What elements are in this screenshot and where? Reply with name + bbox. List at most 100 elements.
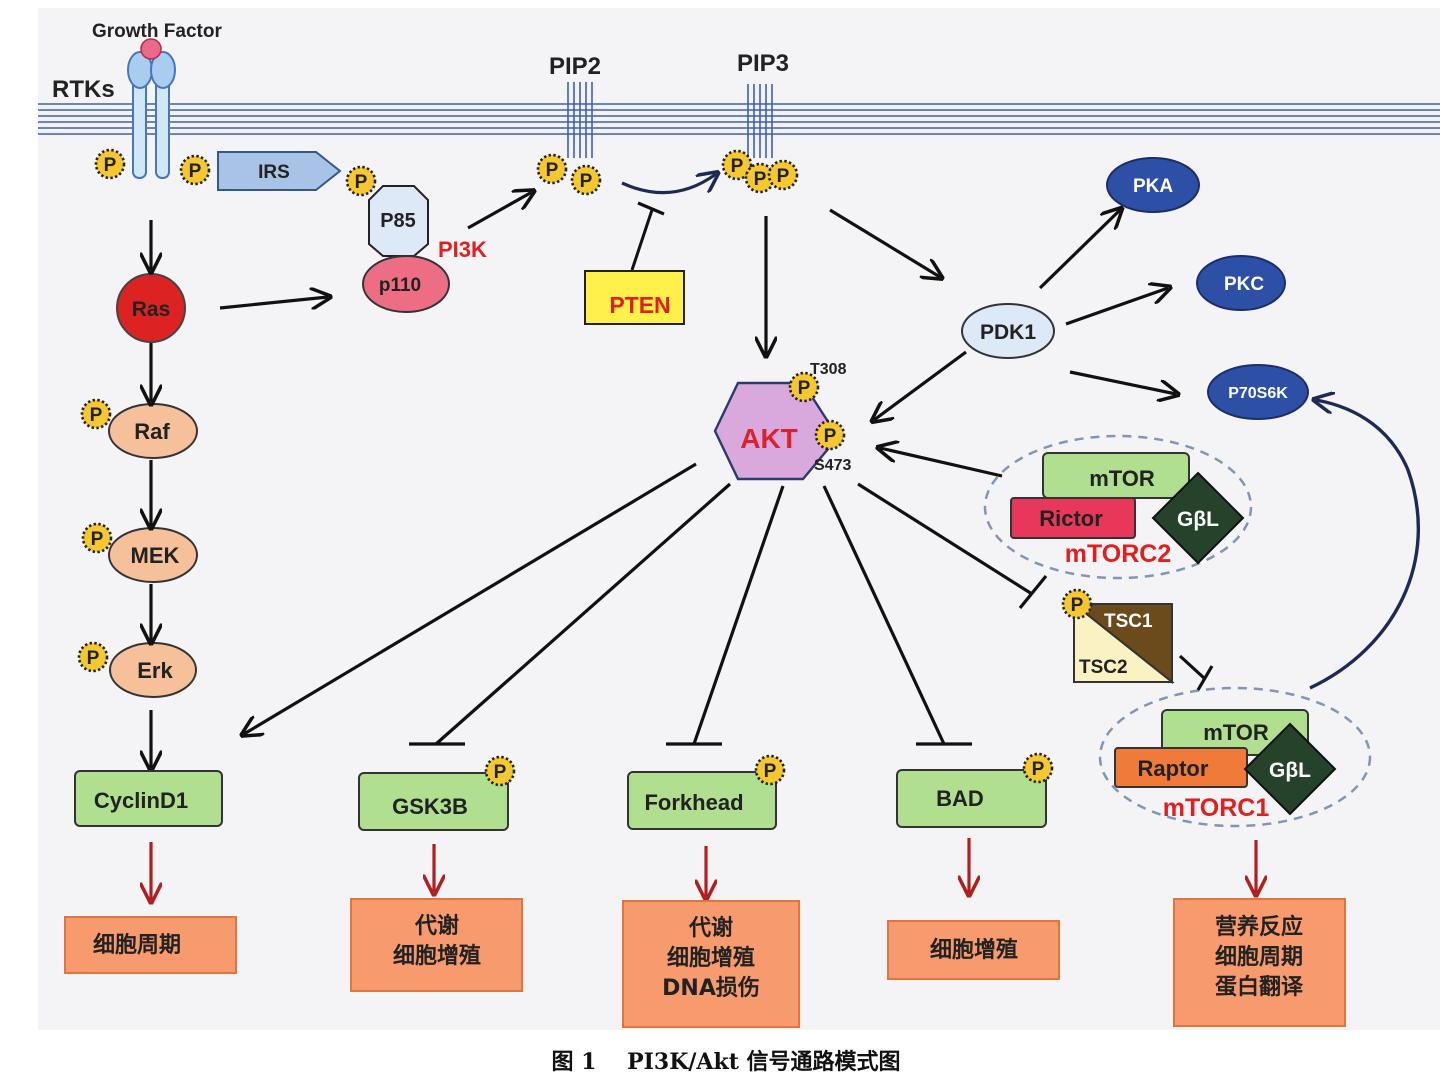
akt-inhibits-gsk3b: [434, 482, 732, 746]
pip2-to-pip3-arrow: [621, 174, 716, 195]
effect-box-cyclind1: [64, 916, 237, 974]
akt-label: AKT: [740, 423, 798, 454]
phosphate-label: P: [1071, 595, 1084, 616]
phosphate-label: P: [1032, 759, 1045, 780]
pip3-label: PIP3: [737, 50, 789, 77]
phosphate-label: P: [91, 529, 104, 550]
forkhead-node: [627, 771, 777, 830]
tsc2-node: [1073, 601, 1175, 683]
mtorc1-complex-boundary: [1098, 686, 1372, 828]
phosphate-akt-t308: P: [788, 371, 820, 403]
s473-label: S473: [814, 457, 851, 474]
pten-inhibition-bar: [637, 201, 665, 216]
p85-label: P85: [380, 210, 416, 232]
mtorc2-complex-boundary: [983, 434, 1253, 580]
ras-label: Ras: [132, 298, 171, 321]
pi3k-akt-pathway-diagram: Growth Factor RTKs IRS P85 p110 PI3K PIP…: [38, 8, 1440, 1030]
mtorc1-gbl-node: [1243, 722, 1337, 816]
pip3-lipid-tails: [747, 84, 773, 158]
phosphate-forkhead: P: [754, 754, 786, 786]
phosphate-irs: P: [345, 165, 377, 197]
pkc-node: [1196, 255, 1286, 311]
p110-label: p110: [379, 275, 421, 296]
phosphate-bad: P: [1022, 752, 1054, 784]
phosphate-mek: P: [81, 522, 113, 554]
mtorc2-gbl-label: GβL: [1177, 508, 1219, 531]
p70s6k-node: [1207, 364, 1309, 420]
effect-mtorc1-line1: 营养反应: [1215, 914, 1303, 940]
tsc2-label: TSC2: [1079, 657, 1128, 678]
phosphate-pip3-c: P: [767, 159, 799, 191]
effect-forkhead-line2: 细胞增殖: [667, 945, 755, 971]
phosphate-label: P: [189, 161, 202, 182]
growth-factor-ligand: [140, 38, 162, 60]
pka-node: [1106, 157, 1200, 213]
pdk1-to-akt-arrow: [874, 350, 967, 420]
phosphate-label: P: [87, 648, 100, 669]
pdk1-to-pkc-arrow: [1065, 288, 1168, 326]
pip2-label: PIP2: [549, 53, 601, 80]
phosphate-erk: P: [77, 641, 109, 673]
phosphate-label: P: [355, 172, 368, 193]
irs-label: IRS: [258, 162, 290, 183]
pdk1-node: [961, 303, 1055, 359]
pip3-to-pdk1-arrow: [829, 208, 940, 277]
phosphate-label: P: [824, 426, 837, 447]
effect-box-forkhead: [622, 900, 800, 1028]
cyclind1-label: CyclinD1: [94, 788, 188, 813]
pdk1-to-p70s6k-arrow: [1069, 370, 1176, 394]
mtorc2-gbl-node: [1151, 471, 1245, 565]
figure-caption: 图 1 PI3K/Akt 信号通路模式图: [0, 1044, 1452, 1076]
tsc-inhibits-mtorc1: [1178, 654, 1206, 680]
pdk1-to-pka-arrow: [1038, 210, 1120, 290]
bad-label: BAD: [936, 786, 984, 811]
effect-mtorc1-line2: 细胞周期: [1215, 944, 1303, 970]
phosphate-pip3-b: P: [744, 162, 776, 194]
phosphate-label: P: [90, 405, 103, 426]
rtks-label: RTKs: [52, 76, 115, 103]
t308-label: T308: [810, 361, 847, 378]
figure-number: 图 1: [551, 1049, 597, 1075]
mek-label: MEK: [131, 543, 180, 568]
mtorc1-to-p70s6k-arrow: [1309, 400, 1420, 690]
pdk1-label: PDK1: [980, 321, 1036, 344]
rictor-label: Rictor: [1039, 506, 1103, 531]
akt-inhibits-forkhead: [692, 485, 785, 745]
akt-inhibits-tsc: [857, 482, 1033, 596]
cyclind1-node: [74, 770, 223, 827]
phosphate-label: P: [731, 156, 744, 177]
phosphate-pip2-a: P: [536, 153, 568, 185]
phosphate-label: P: [580, 171, 593, 192]
effect-bad-line1: 细胞增殖: [930, 937, 1018, 963]
pkc-label: PKC: [1224, 274, 1264, 295]
pi3k-to-pip2-arrow: [467, 192, 532, 230]
mtorc1-mtor-label: mTOR: [1203, 720, 1269, 745]
akt-inhibits-bad: [822, 485, 946, 745]
phosphate-label: P: [546, 160, 559, 181]
phosphate-label: P: [104, 155, 117, 176]
phosphate-akt-s473: P: [814, 419, 846, 451]
figure-title: PI3K/Akt 信号通路模式图: [627, 1049, 901, 1075]
inhibition-lines: [409, 482, 1214, 746]
phosphate-pip2-b: P: [570, 164, 602, 196]
erk-label: Erk: [137, 658, 173, 683]
phosphate-label: P: [798, 378, 811, 399]
akt-to-cyclind1-arrow: [244, 462, 697, 734]
phosphate-tsc: P: [1061, 588, 1093, 620]
irs-node: [217, 151, 342, 191]
gsk3b-node: [358, 772, 509, 831]
tsc1-label: TSC1: [1104, 611, 1153, 632]
growth-factor-label: Growth Factor: [92, 21, 222, 42]
p110-node: [362, 255, 450, 313]
effect-box-gsk3b: [350, 898, 523, 992]
p70s6k-label: P70S6K: [1228, 385, 1288, 402]
mtorc2-mtor-label: mTOR: [1089, 466, 1155, 491]
mtorc2-to-akt-arrow: [880, 448, 1003, 478]
phosphate-rtk-left: P: [94, 148, 126, 180]
phosphate-gsk3b: P: [484, 755, 516, 787]
effect-box-bad: [887, 920, 1060, 980]
activation-arrows: [151, 192, 1176, 768]
phosphate-rtk-right: P: [179, 154, 211, 186]
mtorc1-label: mTORC1: [1163, 794, 1270, 822]
pip2-lipid-tails: [567, 82, 593, 158]
